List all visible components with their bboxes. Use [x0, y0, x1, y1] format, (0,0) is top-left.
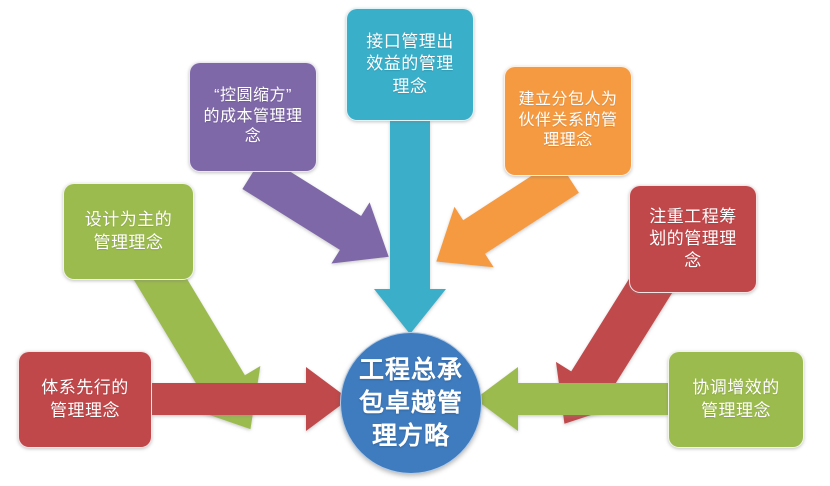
node-project-planning[interactable]: 注重工程筹划的管理理念 — [629, 185, 757, 293]
node-label: 接口管理出效益的管理理念 — [366, 32, 454, 96]
node-label: 建立分包人为伙伴关系的管理理念 — [518, 90, 618, 150]
node-label: “控圆缩方”的成本管理理念 — [203, 86, 303, 146]
arrow-coordination-efficiency — [475, 367, 668, 431]
arrow-cost-management — [242, 155, 389, 264]
node-label: 注重工程筹划的管理理念 — [649, 206, 737, 271]
arrow-system-first — [152, 367, 349, 431]
node-subcontractor-partnership[interactable]: 建立分包人为伙伴关系的管理理念 — [504, 66, 632, 176]
hub-circle[interactable]: 工程总承包卓越管理方略 — [340, 332, 482, 474]
node-interface-management[interactable]: 接口管理出效益的管理理念 — [346, 8, 474, 121]
node-label: 设计为主的管理理念 — [84, 210, 173, 252]
node-design-led[interactable]: 设计为主的管理理念 — [63, 183, 194, 280]
arrow-project-planning — [555, 254, 682, 424]
node-system-first[interactable]: 体系先行的管理理念 — [18, 351, 152, 448]
node-coordination-efficiency[interactable]: 协调增效的管理理念 — [668, 351, 804, 448]
node-label: 协调增效的管理理念 — [692, 378, 780, 420]
arrow-subcontractor-partnership — [436, 159, 579, 268]
arrow-interface-management — [374, 121, 446, 334]
node-cost-management[interactable]: “控圆缩方”的成本管理理念 — [189, 62, 317, 172]
node-label: 体系先行的管理理念 — [41, 378, 129, 420]
hub-label: 工程总承包卓越管理方略 — [358, 355, 463, 450]
